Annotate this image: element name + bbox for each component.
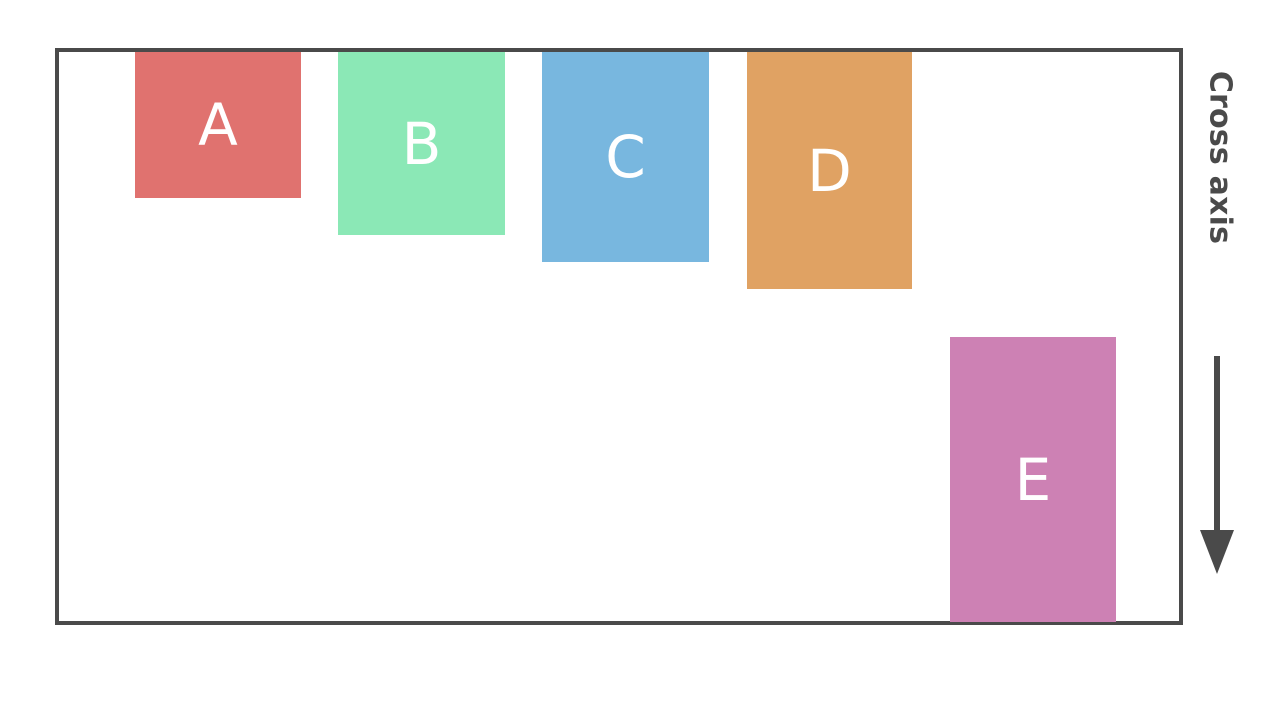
flex-container-box: A B C D E (55, 48, 1183, 625)
cross-axis-label: Cross axis (1202, 70, 1238, 245)
flex-item-c-label: C (605, 123, 646, 191)
flex-item-c: C (542, 52, 709, 262)
cross-axis-annotation: Cross axis (1190, 48, 1250, 578)
flex-item-d: D (747, 52, 912, 289)
flex-item-d-label: D (807, 136, 852, 205)
arrow-down-icon (1200, 356, 1234, 574)
flex-item-e: E (950, 337, 1116, 622)
flex-item-e-label: E (1014, 445, 1052, 514)
flex-item-b-label: B (401, 109, 442, 178)
flex-item-a: A (135, 52, 301, 198)
flex-item-b: B (338, 52, 505, 235)
flex-item-a-label: A (198, 91, 238, 159)
